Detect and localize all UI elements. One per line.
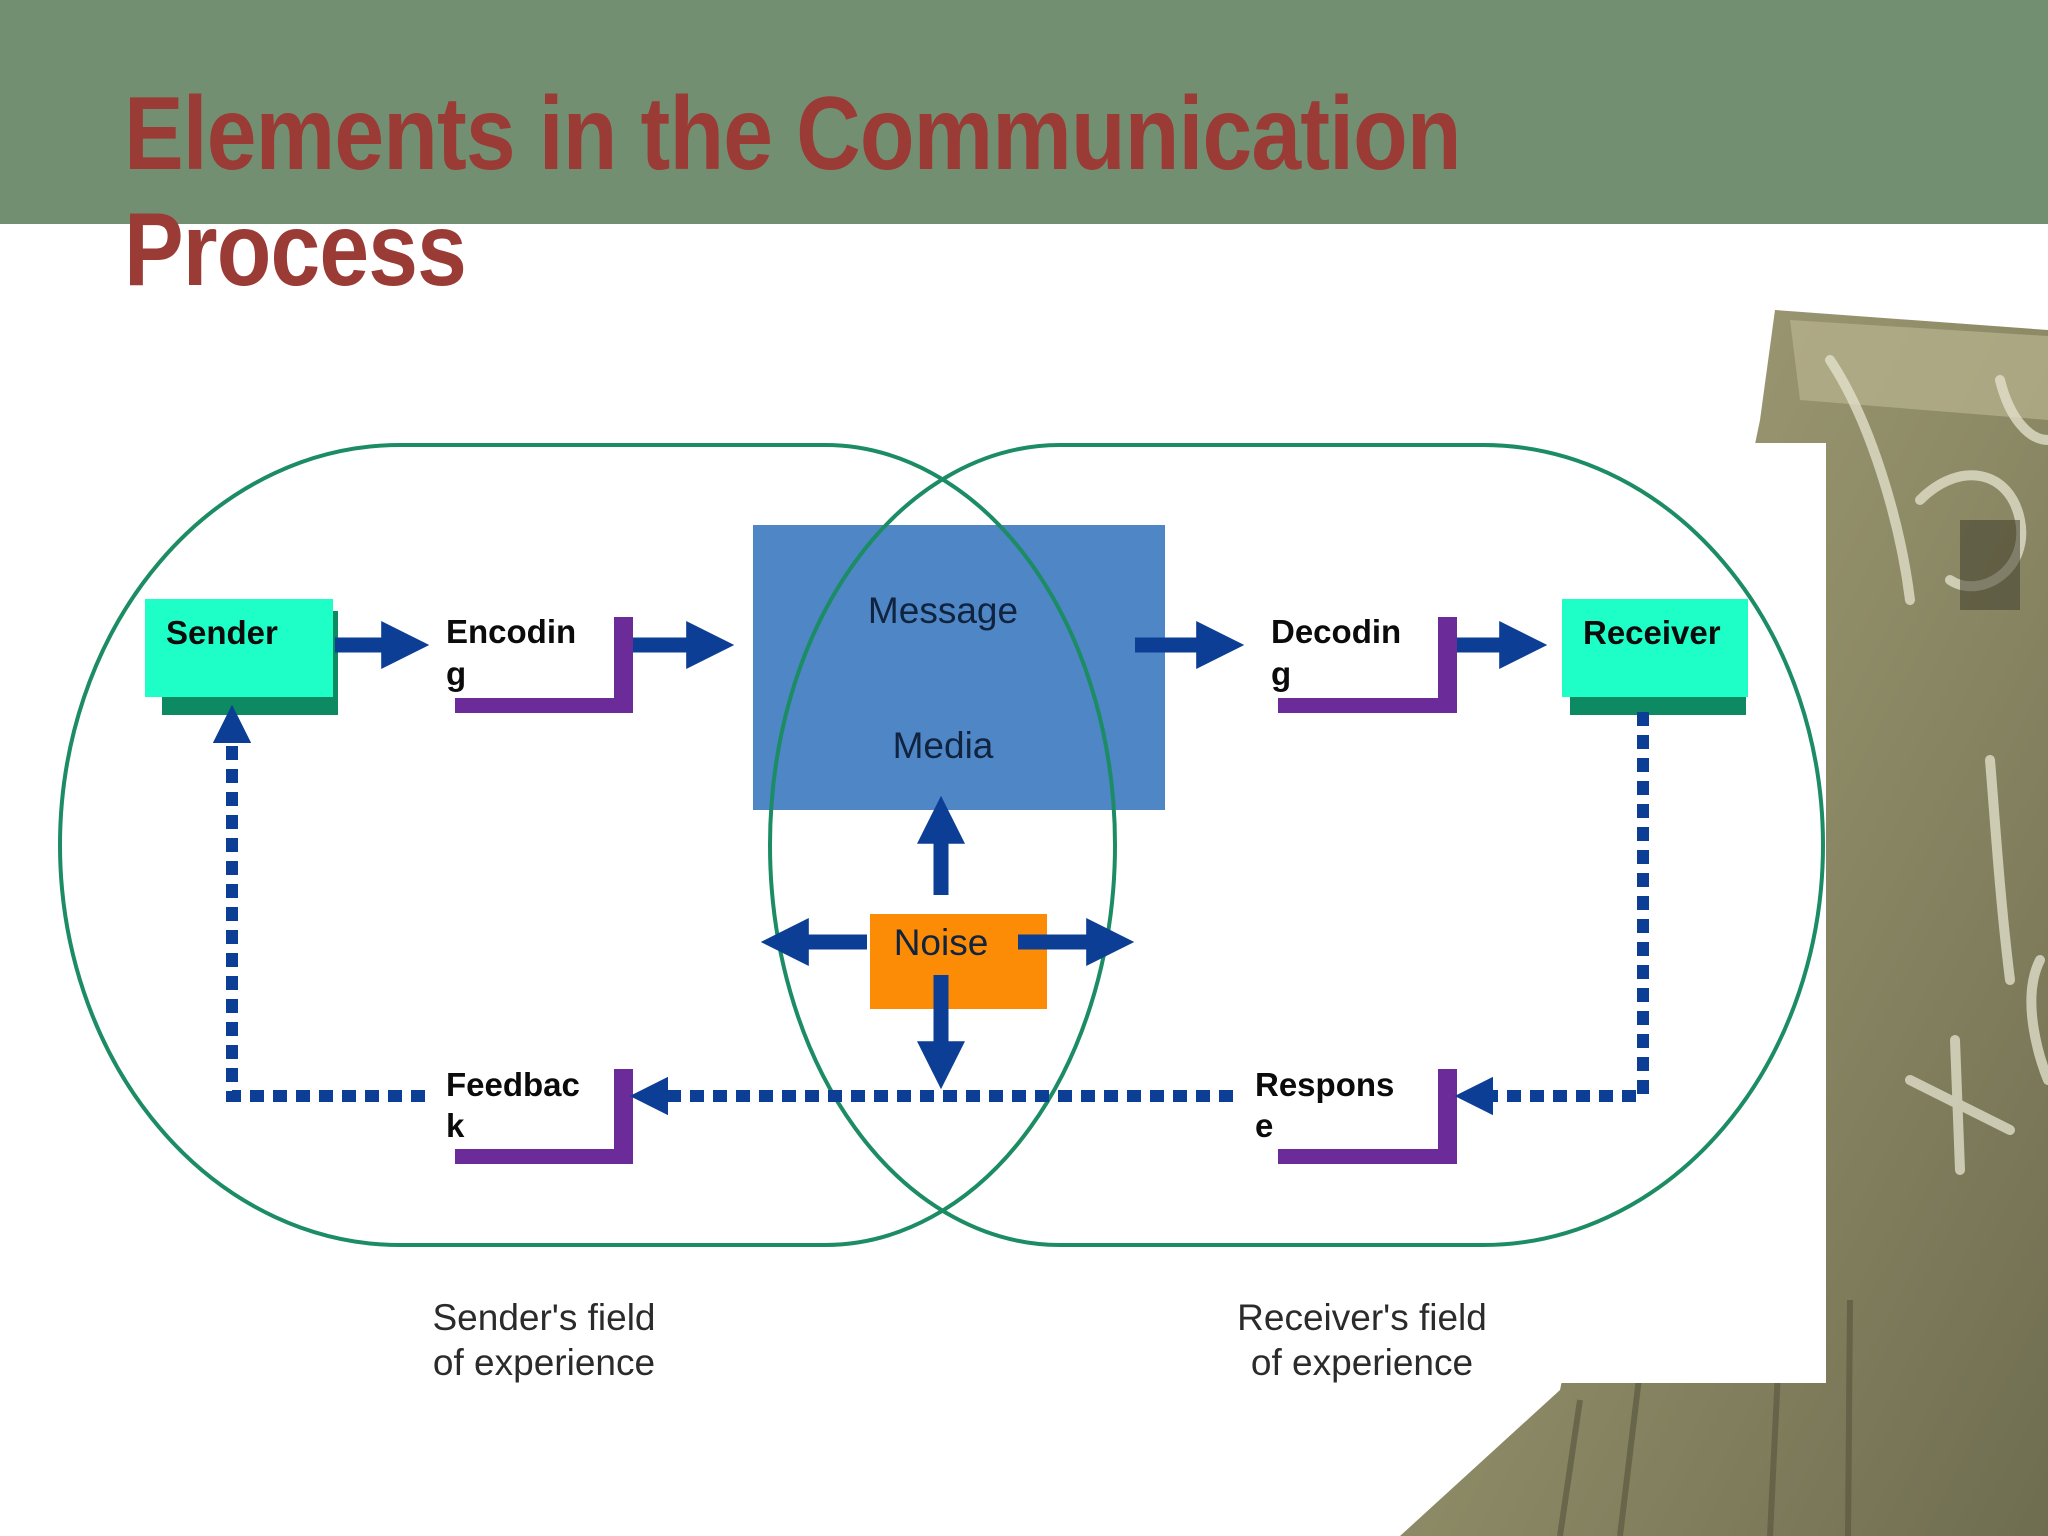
receiver-label: Receiver (1583, 614, 1721, 651)
sender-field-outline (58, 443, 1117, 1247)
message-media-box (753, 525, 1165, 810)
sender-field-caption-line-1: Sender's field (432, 1297, 655, 1338)
response-label-line-1: Respons (1255, 1066, 1394, 1103)
decoding-label-line-1: Decodin (1271, 613, 1401, 650)
title-line-2: Process (124, 192, 467, 308)
media-label: Media (893, 725, 994, 766)
dashed-feedback-loop (212, 704, 1649, 1116)
feedback-bracket-horizontal (455, 1149, 633, 1164)
receiver-field-caption-line-1: Receiver's field (1237, 1297, 1487, 1338)
message-label: Message (868, 590, 1018, 631)
decoding-label-line-2: g (1271, 655, 1291, 692)
title-line-1: Elements in the Communication (124, 76, 1462, 192)
feedback-bracket-vertical (614, 1069, 633, 1164)
response-bracket-vertical (1438, 1069, 1457, 1164)
sender-label: Sender (166, 614, 278, 651)
brackets (455, 617, 1457, 1164)
receiver-field-caption-line-2: of experience (1251, 1342, 1473, 1383)
sender-field-caption-line-2: of experience (433, 1342, 655, 1383)
title-band (0, 0, 2048, 224)
feedback-to-sender-dashed-arrow (212, 704, 425, 1102)
receiver-to-response-dashed-arrow (1454, 712, 1649, 1116)
decoding-bracket-horizontal (1278, 698, 1457, 713)
noise-label: Noise (894, 922, 989, 963)
receiver-node: Receiver (1562, 599, 1748, 715)
feedback-label-line-1: Feedbac (446, 1066, 580, 1103)
slide-title: Elements in the Communication Process (124, 76, 1466, 308)
noise-node: Noise (870, 914, 1047, 1009)
receiver-field-outline (768, 443, 1825, 1247)
sender-node: Sender (145, 599, 338, 715)
feedback-label-line-2: k (446, 1107, 465, 1144)
decoding-bracket-vertical (1438, 617, 1457, 713)
response-bracket-horizontal (1278, 1149, 1457, 1164)
encoding-label-line-1: Encodin (446, 613, 576, 650)
encoding-bracket-horizontal (455, 698, 633, 713)
solid-arrows (335, 620, 1548, 1090)
encoding-label-line-2: g (446, 655, 466, 692)
encoding-bracket-vertical (614, 617, 633, 713)
response-label-line-2: e (1255, 1107, 1273, 1144)
